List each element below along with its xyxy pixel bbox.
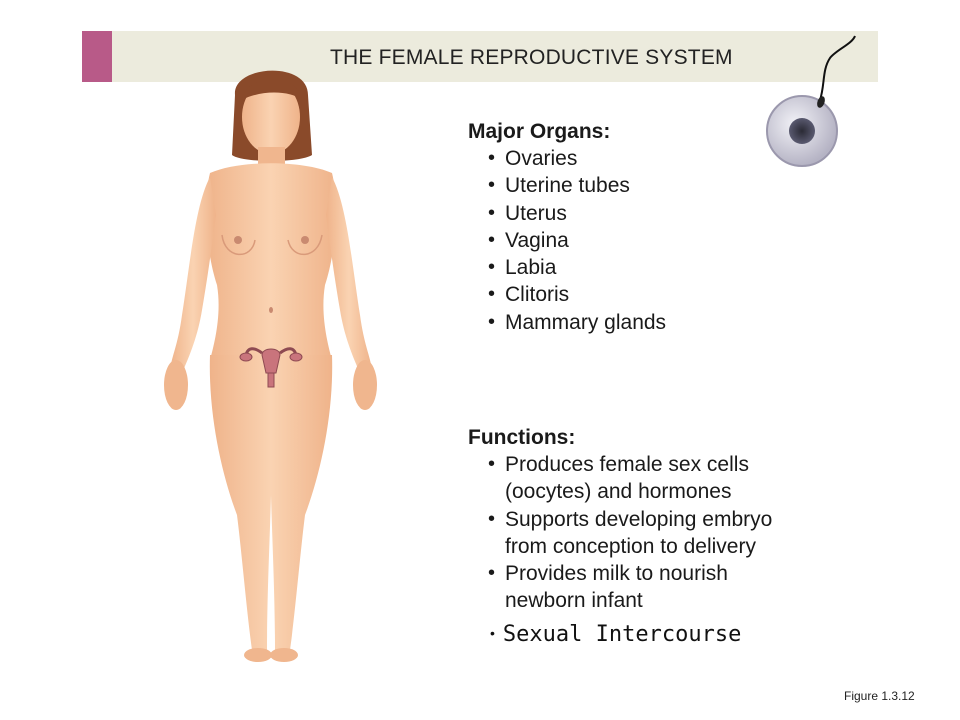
left-arm (170, 177, 216, 373)
list-item: Ovaries (488, 145, 666, 173)
functions-heading: Functions: (468, 426, 576, 449)
list-item: Uterus (488, 200, 666, 228)
figure-caption: Figure 1.3.12 (844, 689, 915, 703)
list-item: Produces female sex cells (oocytes) and … (488, 451, 772, 506)
title-accent-bar (82, 31, 112, 82)
uterus-organs (239, 347, 303, 388)
list-item: Vagina (488, 227, 666, 255)
organs-list: Ovaries Uterine tubes Uterus Vagina Labi… (468, 145, 666, 336)
right-arm (326, 177, 372, 373)
function-line: from conception to delivery (505, 534, 756, 558)
bullet-icon: • (490, 625, 495, 641)
torso (206, 163, 336, 360)
slide-title: THE FEMALE REPRODUCTIVE SYSTEM (330, 46, 733, 69)
list-item: Provides milk to nourish newborn infant (488, 560, 772, 615)
female-body-illustration (164, 70, 377, 662)
left-hand (164, 360, 188, 410)
right-hand (353, 360, 377, 410)
list-item: Clitoris (488, 281, 666, 309)
functions-section: Functions: Produces female sex cells (oo… (468, 424, 772, 615)
head (242, 80, 300, 154)
function-line: (oocytes) and hormones (505, 480, 732, 504)
list-item: Supports developing embryo from concepti… (488, 506, 772, 561)
extra-function-text: Sexual Intercourse (502, 622, 742, 647)
oocyte-with-sperm-icon (766, 35, 856, 167)
title-bar (82, 31, 878, 82)
list-item: Labia (488, 254, 666, 282)
major-organs-heading: Major Organs: (468, 120, 611, 143)
function-line: Produces female sex cells (505, 453, 749, 476)
extra-function-bullet: • Sexual Intercourse (490, 622, 741, 647)
major-organs-section: Major Organs: Ovaries Uterine tubes Uter… (468, 118, 666, 336)
list-item: Mammary glands (488, 309, 666, 337)
function-line: Supports developing embryo (505, 507, 773, 531)
legs (209, 355, 333, 650)
function-line: Provides milk to nourish (505, 562, 728, 586)
list-item: Uterine tubes (488, 172, 666, 200)
functions-list: Produces female sex cells (oocytes) and … (468, 451, 772, 615)
function-line: newborn infant (505, 589, 643, 613)
